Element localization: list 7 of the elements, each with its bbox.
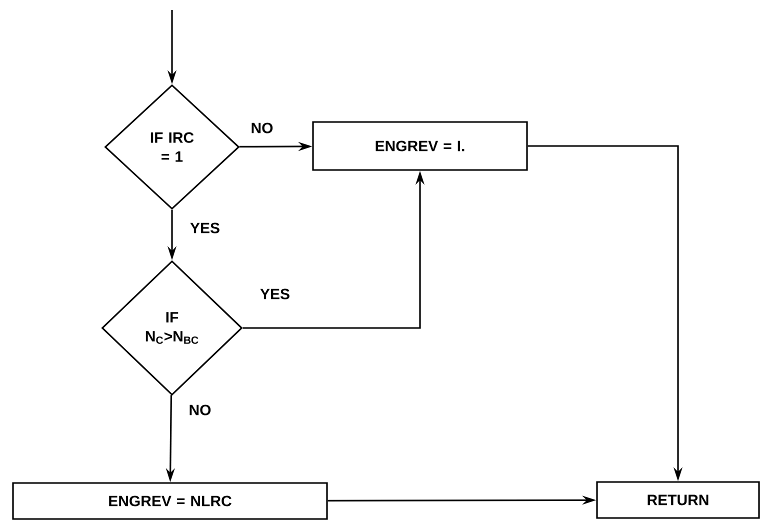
edge-label: NO [250,122,274,134]
edge-label: YES [259,288,292,300]
edge-label: NO [188,404,212,416]
process-box: ENGREV = I. [312,121,528,171]
process-box: ENGREV = NLRC [12,482,328,520]
process-box: RETURN [596,481,760,519]
edge-label: YES [189,222,221,234]
